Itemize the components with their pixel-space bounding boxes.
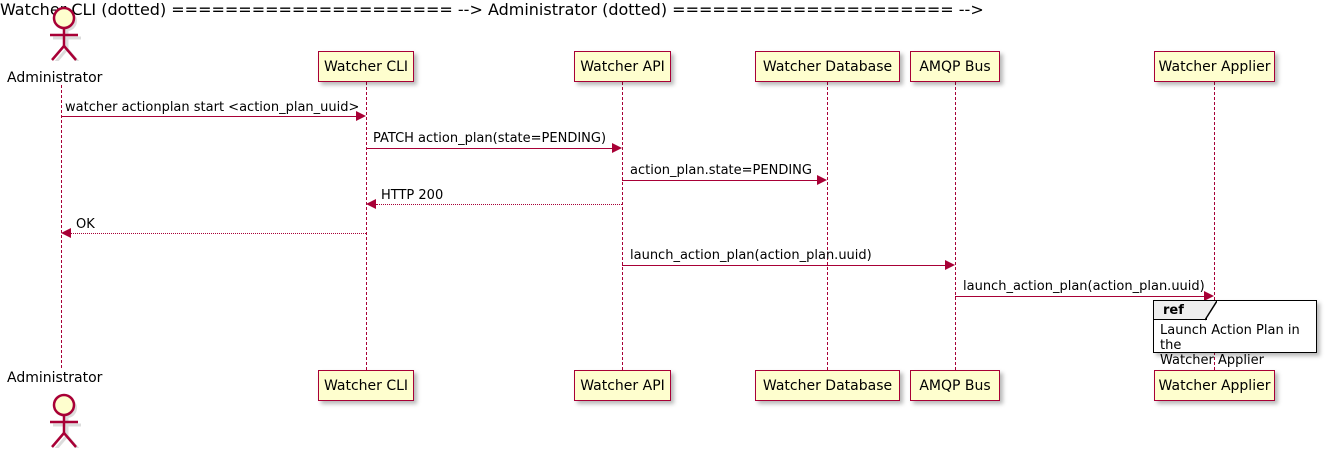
participant-amqp-bus-top[interactable]: AMQP Bus [910, 51, 1000, 82]
participant-label: Watcher CLI [323, 58, 409, 75]
participant-label: AMQP Bus [919, 377, 991, 394]
message-arrowhead-3 [817, 175, 827, 185]
message-arrowhead-2 [612, 143, 622, 153]
lifeline-watcher-cli [366, 82, 367, 370]
lifeline-watcher-database [827, 82, 828, 370]
lifeline-administrator [61, 85, 62, 368]
message-arrowhead-4 [366, 199, 376, 209]
message-label-4: HTTP 200 [381, 188, 444, 203]
message-arrowhead-1 [356, 111, 366, 121]
message-line-5 [71, 233, 366, 234]
message-line-1 [61, 116, 356, 117]
message-label-5: OK [76, 217, 95, 232]
ref-fragment: ref Launch Action Plan in the Watcher Ap… [1153, 300, 1317, 368]
lifeline-amqp-bus [955, 82, 956, 370]
actor-administrator-top [50, 6, 81, 61]
participant-watcher-api-bottom[interactable]: Watcher API [574, 370, 671, 401]
participant-watcher-cli-top[interactable]: Watcher CLI [318, 51, 414, 82]
participant-label: Watcher API [580, 58, 665, 75]
participant-watcher-database-bottom[interactable]: Watcher Database [755, 370, 900, 401]
message-arrowhead-6 [945, 260, 955, 270]
ref-fragment-tab-label: ref [1163, 302, 1184, 318]
actor-administrator-bottom [50, 393, 81, 448]
participant-label: Watcher CLI [323, 377, 409, 394]
lifeline-watcher-api [622, 82, 623, 370]
message-label-2: PATCH action_plan(state=PENDING) [373, 131, 607, 146]
lifeline-watcher-applier [1214, 82, 1215, 370]
actor-label-administrator-top: Administrator [7, 70, 103, 86]
participant-amqp-bus-bottom[interactable]: AMQP Bus [910, 370, 1000, 401]
message-line-6 [622, 265, 945, 266]
participant-watcher-cli-bottom[interactable]: Watcher CLI [318, 370, 414, 401]
message-arrowhead-5 [61, 228, 71, 238]
participant-watcher-database-top[interactable]: Watcher Database [755, 51, 900, 82]
participant-watcher-api-top[interactable]: Watcher API [574, 51, 671, 82]
message-label-1: watcher actionplan start <action_plan_uu… [65, 100, 360, 115]
actor-label-administrator-bottom: Administrator [7, 370, 103, 386]
message-arrowhead-7 [1204, 291, 1214, 301]
message-line-7 [955, 296, 1204, 297]
participant-watcher-applier-top[interactable]: Watcher Applier [1154, 51, 1275, 82]
participant-label: Watcher Database [762, 377, 893, 394]
ref-fragment-body: Launch Action Plan in the Watcher Applie… [1160, 323, 1320, 368]
message-line-2 [366, 148, 612, 149]
participant-label: Watcher Applier [1158, 58, 1271, 75]
ref-fragment-body-line-1: Launch Action Plan in the [1160, 323, 1300, 353]
message-label-7: launch_action_plan(action_plan.uuid) [963, 279, 1205, 294]
ref-fragment-tab: ref [1154, 301, 1207, 320]
message-line-4 [376, 204, 622, 205]
message-label-6: launch_action_plan(action_plan.uuid) [630, 248, 872, 263]
participant-label: Watcher Database [762, 58, 893, 75]
message-line-3 [622, 180, 817, 181]
participant-label: AMQP Bus [919, 58, 991, 75]
participant-label: Watcher Applier [1158, 377, 1271, 394]
message-label-3: action_plan.state=PENDING [630, 163, 812, 178]
ref-fragment-body-line-2: Watcher Applier [1160, 353, 1264, 368]
participant-watcher-applier-bottom[interactable]: Watcher Applier [1154, 370, 1275, 401]
participant-label: Watcher API [580, 377, 665, 394]
ref-fragment-tab-corner [1205, 301, 1217, 321]
